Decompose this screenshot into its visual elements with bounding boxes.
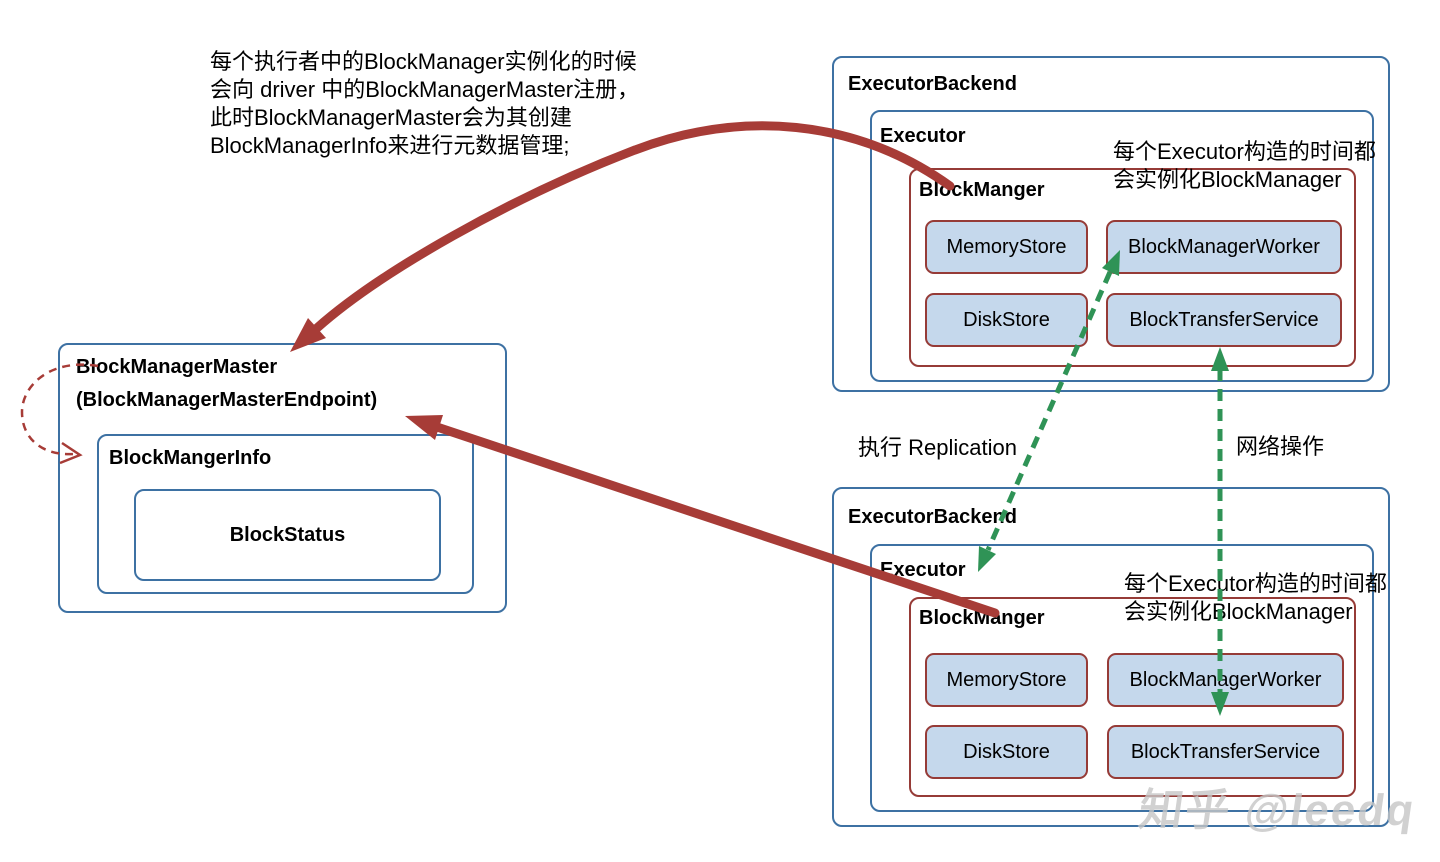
executor-backend-bottom-box: ExecutorBackend Executor BlockManger 每个E… xyxy=(832,487,1390,827)
executor-bottom-note: 每个Executor构造的时间都 会实例化BlockManager xyxy=(1124,570,1387,626)
annotation-note-line: 此时BlockManagerMaster会为其创建 xyxy=(210,105,572,130)
annotation-note-line: 会向 driver 中的BlockManagerMaster注册， xyxy=(210,77,640,102)
network-ops-label: 网络操作 xyxy=(1236,434,1325,459)
block-manager-bottom-title: BlockManger xyxy=(919,607,1045,629)
executor-top-note: 每个Executor构造的时间都 会实例化BlockManager xyxy=(1113,138,1376,194)
executor-backend-top-box: ExecutorBackend Executor BlockManger 每个E… xyxy=(832,56,1390,392)
replication-label: 执行 Replication xyxy=(858,435,1017,460)
disk-store-bottom-box: DiskStore xyxy=(925,725,1088,779)
disk-store-top-box: DiskStore xyxy=(925,293,1088,347)
executor-bottom-note-line: 每个Executor构造的时间都 xyxy=(1124,571,1387,596)
block-transfer-service-bottom-box: BlockTransferService xyxy=(1107,725,1344,779)
memory-store-bottom-box: MemoryStore xyxy=(925,653,1088,707)
executor-backend-bottom-title: ExecutorBackend xyxy=(848,506,1017,528)
memory-store-top-box: MemoryStore xyxy=(925,220,1088,274)
block-status-title: BlockStatus xyxy=(229,524,346,546)
block-manager-top-title: BlockManger xyxy=(919,179,1045,201)
annotation-note: 每个执行者中的BlockManager实例化的时候 会向 driver 中的Bl… xyxy=(210,48,639,160)
executor-top-box: Executor BlockManger 每个Executor构造的时间都 会实… xyxy=(870,110,1376,382)
block-manager-info-box: BlockMangerInfo BlockStatus xyxy=(97,434,474,594)
block-manager-bottom-box xyxy=(909,597,1356,797)
block-manager-master-box: BlockManagerMaster (BlockManagerMasterEn… xyxy=(58,343,507,613)
block-manager-worker-bottom-box: BlockManagerWorker xyxy=(1107,653,1344,707)
executor-top-note-line: 每个Executor构造的时间都 xyxy=(1113,139,1376,164)
executor-bottom-title: Executor xyxy=(880,559,966,581)
annotation-note-line: BlockManagerInfo来进行元数据管理; xyxy=(210,133,570,158)
executor-bottom-note-line: 会实例化BlockManager xyxy=(1124,599,1353,624)
annotation-note-line: 每个执行者中的BlockManager实例化的时候 xyxy=(210,49,637,74)
block-manager-worker-top-box: BlockManagerWorker xyxy=(1106,220,1342,274)
executor-top-title: Executor xyxy=(880,125,966,147)
block-manager-info-title: BlockMangerInfo xyxy=(109,447,272,469)
executor-bottom-box: Executor BlockManger 每个Executor构造的时间都 会实… xyxy=(870,544,1387,812)
executor-backend-top-title: ExecutorBackend xyxy=(848,73,1017,95)
watermark: 知乎 @leedq xyxy=(1135,786,1419,835)
block-transfer-service-top-box: BlockTransferService xyxy=(1106,293,1342,347)
block-manager-master-title: BlockManagerMaster xyxy=(76,356,278,378)
block-manager-master-endpoint-title: (BlockManagerMasterEndpoint) xyxy=(76,389,378,411)
block-status-box: BlockStatus xyxy=(134,489,441,581)
executor-top-note-line: 会实例化BlockManager xyxy=(1113,167,1342,192)
